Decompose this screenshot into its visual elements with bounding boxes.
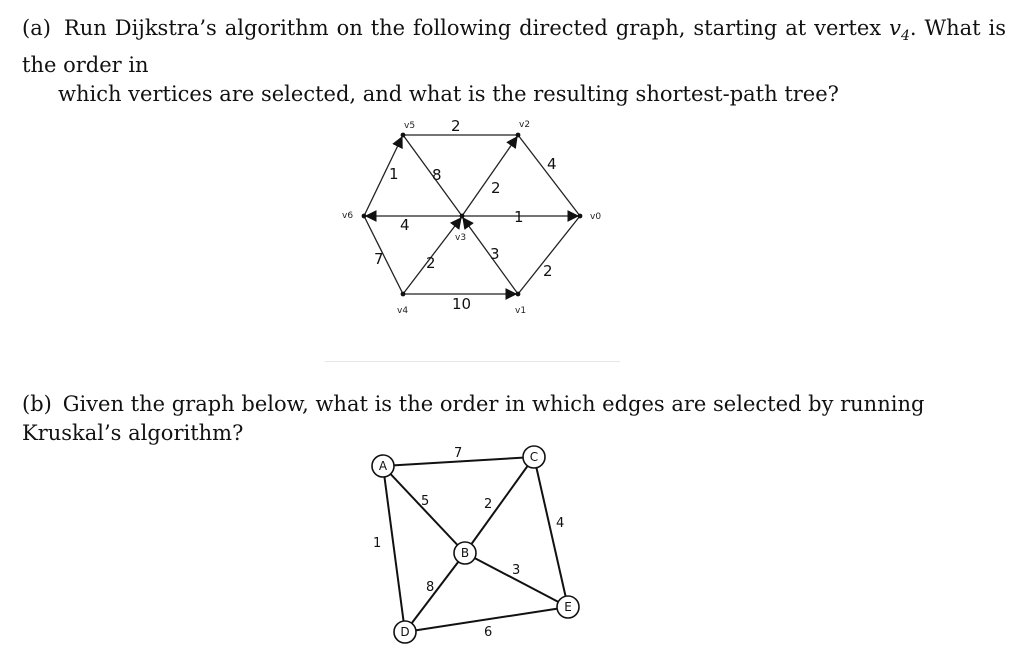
label-d: D — [400, 625, 409, 639]
node-d — [393, 620, 417, 644]
edge-v0-v1 — [517, 215, 581, 295]
label-a: A — [379, 459, 388, 473]
node-v4 — [400, 291, 406, 297]
question-a: (a) Run Dijkstra’s algorithm on the foll… — [22, 14, 1006, 109]
weight-v0-v1: 2 — [543, 262, 553, 280]
edge-a-c — [382, 456, 535, 467]
edge-v4-v6 — [363, 215, 404, 295]
edge-v1-v3 — [462, 217, 519, 295]
node-v6 — [361, 213, 367, 219]
label-c: C — [530, 450, 538, 464]
edge-b-d — [404, 552, 466, 633]
label-v1: v1 — [515, 306, 526, 316]
edge-a-b — [382, 465, 466, 554]
label-v6: v6 — [342, 211, 353, 221]
node-v0 — [577, 213, 583, 219]
weight-d-e: 6 — [484, 625, 492, 640]
weight-b-e: 3 — [512, 563, 520, 578]
edge-v3-v2 — [461, 136, 518, 217]
weight-v4-v3: 2 — [426, 254, 436, 272]
node-v2 — [515, 132, 521, 138]
node-b — [453, 541, 477, 565]
divider — [325, 361, 620, 362]
weight-v4-v1: 10 — [452, 295, 471, 313]
question-a-text-3: which vertices are selected, and what is… — [58, 82, 839, 107]
weight-a-d: 1 — [373, 536, 381, 551]
node-v1 — [515, 291, 521, 297]
kruskal-graph: A B C D E 7 5 2 4 1 8 3 6 — [371, 445, 580, 644]
weight-a-b: 5 — [421, 494, 429, 509]
weight-c-e: 4 — [556, 516, 564, 531]
edge-b-e — [464, 552, 569, 608]
weight-v5-v3: 8 — [432, 166, 442, 184]
label-v3: v3 — [455, 233, 466, 243]
weight-a-c: 7 — [454, 446, 462, 461]
edge-b-c — [464, 456, 535, 554]
label-v4: v4 — [397, 306, 408, 316]
question-a-label: (a) — [22, 16, 51, 40]
weight-v2-v0: 4 — [547, 155, 557, 173]
edge-v5-v3 — [402, 134, 463, 217]
question-a-text-2: . What is the order in — [22, 16, 1006, 78]
weight-v5-v2: 2 — [451, 117, 461, 135]
weight-b-d: 8 — [426, 580, 434, 595]
node-v3 — [459, 213, 465, 219]
edge-a-d — [382, 465, 406, 633]
node-a — [371, 454, 395, 478]
label-v2: v2 — [519, 120, 530, 130]
edge-v2-v0 — [517, 134, 581, 217]
edge-c-e — [533, 456, 569, 608]
dijkstra-graph: v5 v2 v6 v3 v0 v4 v1 2 1 8 2 4 4 1 7 2 3… — [342, 117, 601, 316]
weight-v1-v3: 3 — [490, 245, 500, 263]
weight-v3-v6: 4 — [400, 216, 410, 234]
weight-v4-v6: 7 — [374, 250, 384, 268]
weight-v3-v0: 1 — [514, 208, 524, 226]
node-e — [556, 595, 580, 619]
edge-v6-v5 — [363, 135, 403, 217]
weight-v3-v2: 2 — [491, 179, 501, 197]
question-b: (b) Given the graph below, what is the o… — [22, 390, 1006, 448]
label-v5: v5 — [404, 121, 415, 131]
label-v0: v0 — [590, 212, 601, 222]
weight-v6-v5: 1 — [389, 165, 399, 183]
edge-v4-v3 — [402, 217, 462, 295]
question-b-label: (b) — [22, 392, 52, 416]
node-c — [522, 445, 546, 469]
node-v5 — [400, 132, 406, 138]
question-b-text: Given the graph below, what is the order… — [22, 392, 925, 445]
edge-d-e — [404, 606, 569, 633]
label-b: B — [461, 546, 469, 560]
weight-b-c: 2 — [484, 497, 492, 512]
question-a-text-1: Run Dijkstra’s algorithm on the followin… — [63, 16, 890, 40]
question-a-vertex: v4 — [889, 16, 910, 45]
label-e: E — [564, 600, 572, 614]
